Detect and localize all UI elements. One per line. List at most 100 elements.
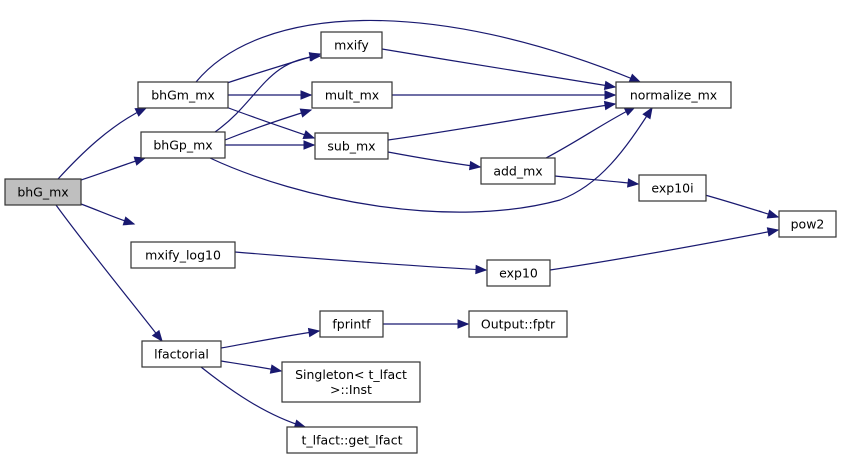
arrowhead-icon xyxy=(604,90,617,100)
arrowhead-icon xyxy=(603,100,617,111)
edge-line xyxy=(209,107,653,213)
node-label: exp10 xyxy=(499,266,538,281)
node-box[interactable] xyxy=(140,131,226,159)
node-box[interactable] xyxy=(4,178,82,206)
edge-line xyxy=(387,103,616,141)
node-fprintf[interactable]: fprintf xyxy=(319,310,384,338)
node-sub-mx[interactable]: sub_mx xyxy=(314,132,389,160)
node-box[interactable] xyxy=(320,31,383,59)
edge-bhGp_mx-to-normalize_mx xyxy=(209,106,653,213)
node-box[interactable] xyxy=(286,426,418,454)
node-box[interactable] xyxy=(141,340,222,368)
node-mult-mx[interactable]: mult_mx xyxy=(311,81,393,109)
node-exp10[interactable]: exp10 xyxy=(486,259,551,287)
edge-add_mx-to-exp10i xyxy=(554,175,640,188)
node-label: bhG_mx xyxy=(17,185,68,200)
edge-line xyxy=(387,151,481,168)
edge-line xyxy=(214,55,321,133)
node-label: >::Inst xyxy=(330,382,372,397)
arrowhead-icon xyxy=(603,80,617,91)
arrowhead-icon xyxy=(303,140,316,150)
edge-fprintf-to-Output_fptr xyxy=(383,319,470,329)
node-box[interactable] xyxy=(468,310,568,338)
edge-line xyxy=(234,251,487,271)
edge-line xyxy=(55,204,163,342)
node-box[interactable] xyxy=(130,241,236,269)
node-label: mult_mx xyxy=(325,88,379,103)
edge-line xyxy=(704,194,779,218)
node-box[interactable] xyxy=(137,81,229,109)
node-bhg-mx[interactable]: bhG_mx xyxy=(4,178,82,206)
node-label: Output::fptr xyxy=(481,317,556,332)
edge-bhGp_mx-to-sub_mx xyxy=(225,140,316,150)
arrowhead-icon xyxy=(269,364,283,374)
node-label: bhGp_mx xyxy=(153,138,212,153)
node-normalize-mx[interactable]: normalize_mx xyxy=(615,81,732,109)
node-bhgp-mx[interactable]: bhGp_mx xyxy=(140,131,226,159)
arrowhead-icon xyxy=(469,160,482,171)
node-get-lfact[interactable]: t_lfact::get_lfact xyxy=(286,426,418,454)
edge-bhGp_mx-to-mxify xyxy=(214,51,322,133)
node-label: normalize_mx xyxy=(630,88,717,103)
node-mxify[interactable]: mxify xyxy=(320,31,383,59)
arrowhead-icon xyxy=(642,106,653,120)
node-box[interactable] xyxy=(486,259,551,287)
node-exp10i[interactable]: exp10i xyxy=(638,174,707,202)
edge-line xyxy=(224,109,312,141)
node-label: mxify_log10 xyxy=(145,248,221,263)
node-label: fprintf xyxy=(332,317,371,332)
node-box[interactable] xyxy=(778,210,837,238)
arrowhead-icon xyxy=(766,227,780,237)
edge-line xyxy=(200,366,306,428)
edge-exp10-to-pow2 xyxy=(549,227,780,271)
arrowhead-icon xyxy=(307,327,321,338)
edge-mult_mx-to-normalize_mx xyxy=(392,90,617,100)
node-box[interactable] xyxy=(480,157,556,185)
edge-add_mx-to-normalize_mx xyxy=(545,106,637,159)
arrowhead-icon xyxy=(151,329,163,343)
node-box[interactable] xyxy=(311,81,393,109)
edge-mxify_log10-to-exp10 xyxy=(234,251,488,275)
node-output-fptr[interactable]: Output::fptr xyxy=(468,310,568,338)
arrowhead-icon xyxy=(302,130,316,140)
arrowhead-icon xyxy=(475,264,488,275)
node-singleton-inst[interactable]: Singleton< t_lfact>::Inst xyxy=(281,361,421,403)
arrowhead-icon xyxy=(122,216,136,226)
node-box[interactable] xyxy=(281,361,421,403)
node-mxify-log10[interactable]: mxify_log10 xyxy=(130,241,236,269)
edge-bhG_mx-to-lfactorial xyxy=(55,204,163,343)
node-label: Singleton< t_lfact xyxy=(295,367,407,382)
arrowhead-icon xyxy=(309,51,322,62)
node-lfactorial[interactable]: lfactorial xyxy=(141,340,222,368)
arrowhead-icon xyxy=(134,107,148,117)
edge-mxify-to-normalize_mx xyxy=(381,48,617,91)
edge-bhGm_mx-to-mult_mx xyxy=(228,90,313,100)
node-box[interactable] xyxy=(319,310,384,338)
arrowhead-icon xyxy=(628,73,642,83)
node-label: bhGm_mx xyxy=(151,88,215,103)
node-box[interactable] xyxy=(314,132,389,160)
edge-line xyxy=(220,330,320,349)
node-label: pow2 xyxy=(791,217,825,232)
arrowhead-icon xyxy=(299,108,313,118)
node-box[interactable] xyxy=(638,174,707,202)
node-pow2[interactable]: pow2 xyxy=(778,210,837,238)
arrowhead-icon xyxy=(133,156,147,166)
node-bhgm-mx[interactable]: bhGm_mx xyxy=(137,81,229,109)
nodes-layer: bhG_mx bhGm_mx bhGp_mx mxify_log10 lfactoria… xyxy=(4,31,837,454)
node-label: mxify xyxy=(334,38,369,53)
edge-bhG_mx-to-mxify_log10 xyxy=(80,203,136,226)
edge-bhGp_mx-to-mult_mx xyxy=(224,108,313,141)
node-add-mx[interactable]: add_mx xyxy=(480,157,556,185)
arrowhead-icon xyxy=(766,209,780,219)
node-box[interactable] xyxy=(615,81,732,109)
edge-line xyxy=(554,175,639,185)
arrowhead-icon xyxy=(627,178,640,188)
node-label: exp10i xyxy=(651,181,693,196)
edge-line xyxy=(381,48,616,88)
node-label: sub_mx xyxy=(327,139,375,154)
edge-line xyxy=(57,107,147,180)
edge-sub_mx-to-normalize_mx xyxy=(387,100,617,141)
edge-line xyxy=(549,229,779,271)
